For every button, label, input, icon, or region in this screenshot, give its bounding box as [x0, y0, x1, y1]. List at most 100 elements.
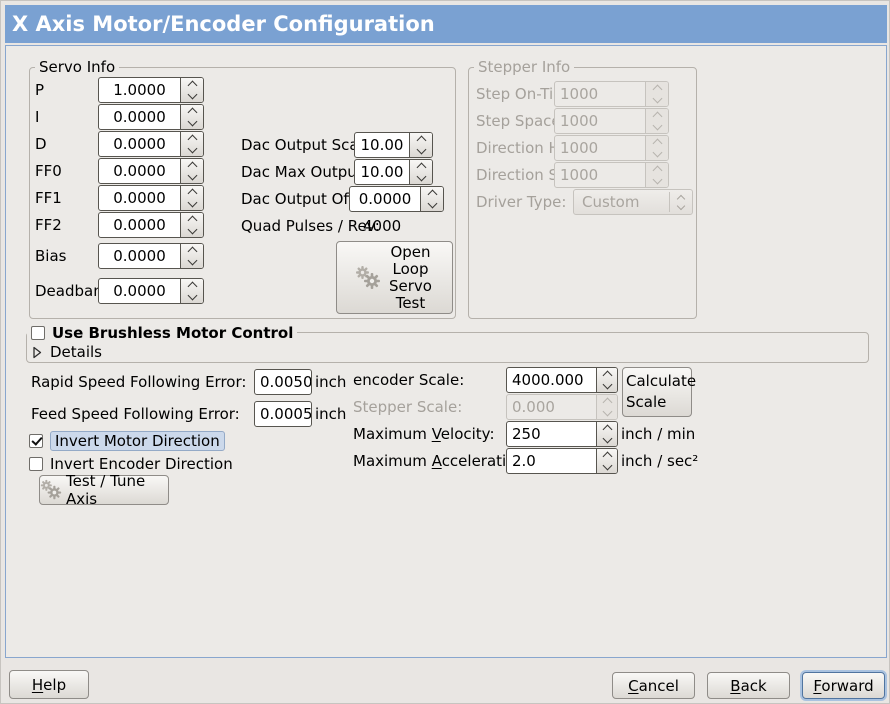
- feed-following-error-row: Feed Speed Following Error: 0.0005 inch: [31, 401, 346, 427]
- p-input[interactable]: 1.0000: [113, 81, 166, 99]
- dac-output-offset-input[interactable]: 0.0000: [358, 190, 412, 208]
- servo-row-p: P 1.0000: [35, 77, 204, 103]
- rapid-following-error-input[interactable]: 0.0050: [260, 373, 312, 391]
- direction-setup-spinbox: 1000: [554, 162, 669, 188]
- feed-following-error-unit: inch: [315, 405, 347, 423]
- spin-down-button[interactable]: [181, 170, 203, 183]
- encoder-scale-row: encoder Scale: 4000.000: [353, 367, 618, 393]
- direction-hold-row: Direction Hold 1000: [476, 135, 669, 161]
- test-tune-axis-label: Test / Tune Axis: [66, 472, 146, 508]
- spin-down-button[interactable]: [181, 255, 203, 268]
- max-acceleration-unit: inch / sec²: [621, 452, 699, 470]
- spin-down-button[interactable]: [181, 290, 203, 303]
- servo-row-ff1: FF1 0.0000: [35, 185, 204, 211]
- spin-down-button[interactable]: [181, 116, 203, 129]
- deadband-label: Deadband: [35, 282, 113, 300]
- max-velocity-spinbox: 250: [506, 421, 618, 447]
- spin-down-button[interactable]: [181, 197, 203, 210]
- spin-down-button[interactable]: [181, 224, 203, 237]
- ff2-spinbox: 0.0000: [98, 212, 204, 238]
- max-velocity-unit: inch / min: [621, 425, 696, 443]
- spin-down-button[interactable]: [421, 198, 443, 211]
- ff2-input[interactable]: 0.0000: [113, 216, 166, 234]
- invert-motor-label[interactable]: Invert Motor Direction: [50, 431, 225, 451]
- i-input[interactable]: 0.0000: [113, 108, 166, 126]
- direction-hold-label: Direction Hold: [476, 139, 583, 157]
- invert-motor-direction-row: Invert Motor Direction: [29, 431, 225, 451]
- step-on-time-label: Step On-Time: [476, 85, 577, 103]
- driver-type-value: Custom: [582, 193, 640, 211]
- max-velocity-input[interactable]: 250: [512, 425, 541, 443]
- use-brushless-label: Use Brushless Motor Control: [52, 324, 294, 342]
- dac-max-output-label: Dac Max Output:: [241, 163, 368, 181]
- dac-output-scale-label: Dac Output Scale:: [241, 136, 378, 154]
- bias-spinbox: 0.0000: [98, 243, 204, 269]
- ff1-input[interactable]: 0.0000: [113, 189, 166, 207]
- help-button[interactable]: Help: [9, 670, 89, 699]
- servo-row-bias: Bias 0.0000: [35, 243, 204, 269]
- dac-max-output-row: Dac Max Output: 10.00: [241, 159, 433, 185]
- p-spinbox: 1.0000: [98, 77, 204, 103]
- max-acceleration-spinbox: 2.0: [506, 448, 618, 474]
- forward-button[interactable]: Forward: [802, 672, 885, 699]
- spin-down-button[interactable]: [410, 171, 432, 184]
- servo-row-d: D 0.0000: [35, 131, 204, 157]
- rapid-following-error-spinbox: 0.0050: [254, 369, 312, 395]
- max-velocity-label: Maximum Velocity:: [353, 425, 495, 443]
- driver-type-row: Driver Type: Custom: [476, 189, 693, 215]
- p-label: P: [35, 81, 45, 99]
- spin-down-button[interactable]: [181, 143, 203, 156]
- dac-output-offset-row: Dac Output Offset: 0.0000: [241, 186, 444, 212]
- spin-down-button: [646, 147, 668, 160]
- direction-hold-input: 1000: [560, 139, 599, 157]
- open-loop-servo-test-button[interactable]: Open Loop Servo Test: [336, 241, 453, 314]
- test-tune-axis-button[interactable]: Test / Tune Axis: [39, 472, 169, 508]
- dac-max-output-spinbox: 10.00: [354, 159, 433, 185]
- feed-following-error-input[interactable]: 0.0005: [260, 405, 312, 423]
- rapid-following-error-unit: inch: [315, 373, 347, 391]
- deadband-input[interactable]: 0.0000: [113, 282, 166, 300]
- direction-setup-row: Direction Setup 1000: [476, 162, 669, 188]
- details-expander[interactable]: Details: [32, 343, 102, 361]
- back-button[interactable]: Back: [707, 672, 790, 699]
- encoder-scale-input[interactable]: 4000.000: [512, 371, 584, 389]
- stepper-scale-row: Stepper Scale: 0.000: [353, 394, 618, 420]
- bias-input[interactable]: 0.0000: [113, 247, 166, 265]
- use-brushless-checkbox[interactable]: [31, 326, 45, 340]
- invert-motor-checkbox[interactable]: [29, 434, 43, 448]
- ff0-spinbox: 0.0000: [98, 158, 204, 184]
- servo-row-ff0: FF0 0.0000: [35, 158, 204, 184]
- spin-down-button[interactable]: [597, 460, 617, 473]
- spin-down-button[interactable]: [410, 144, 432, 157]
- max-acceleration-input[interactable]: 2.0: [512, 452, 536, 470]
- spin-down-button: [646, 93, 668, 106]
- d-spinbox: 0.0000: [98, 131, 204, 157]
- feed-following-error-label: Feed Speed Following Error:: [31, 405, 240, 423]
- page-title: X Axis Motor/Encoder Configuration: [5, 5, 887, 43]
- servo-row-i: I 0.0000: [35, 104, 204, 130]
- rapid-following-error-row: Rapid Speed Following Error: 0.0050 inch: [31, 369, 346, 395]
- ff0-input[interactable]: 0.0000: [113, 162, 166, 180]
- step-space-spinbox: 1000: [554, 108, 669, 134]
- direction-setup-label: Direction Setup: [476, 166, 593, 184]
- d-label: D: [35, 135, 47, 153]
- spin-down-button[interactable]: [597, 379, 617, 392]
- chevron-up-down-icon: [670, 194, 692, 210]
- spin-down-button[interactable]: [597, 433, 617, 446]
- direction-hold-spinbox: 1000: [554, 135, 669, 161]
- spin-down-button[interactable]: [181, 89, 203, 102]
- dac-max-output-input[interactable]: 10.00: [360, 163, 404, 181]
- dac-output-scale-input[interactable]: 10.00: [360, 136, 404, 154]
- d-input[interactable]: 0.0000: [113, 135, 166, 153]
- spin-down-button: [646, 120, 668, 133]
- servo-row-deadband: Deadband 0.0000: [35, 278, 204, 304]
- calculate-scale-button[interactable]: Calculate Scale: [622, 367, 696, 417]
- ff1-label: FF1: [35, 189, 62, 207]
- invert-encoder-checkbox[interactable]: [29, 457, 43, 471]
- encoder-scale-label: encoder Scale:: [353, 371, 465, 389]
- cancel-button[interactable]: Cancel: [612, 672, 695, 699]
- brushless-legend: Use Brushless Motor Control: [27, 324, 298, 342]
- i-label: I: [35, 108, 40, 126]
- details-label: Details: [50, 343, 103, 361]
